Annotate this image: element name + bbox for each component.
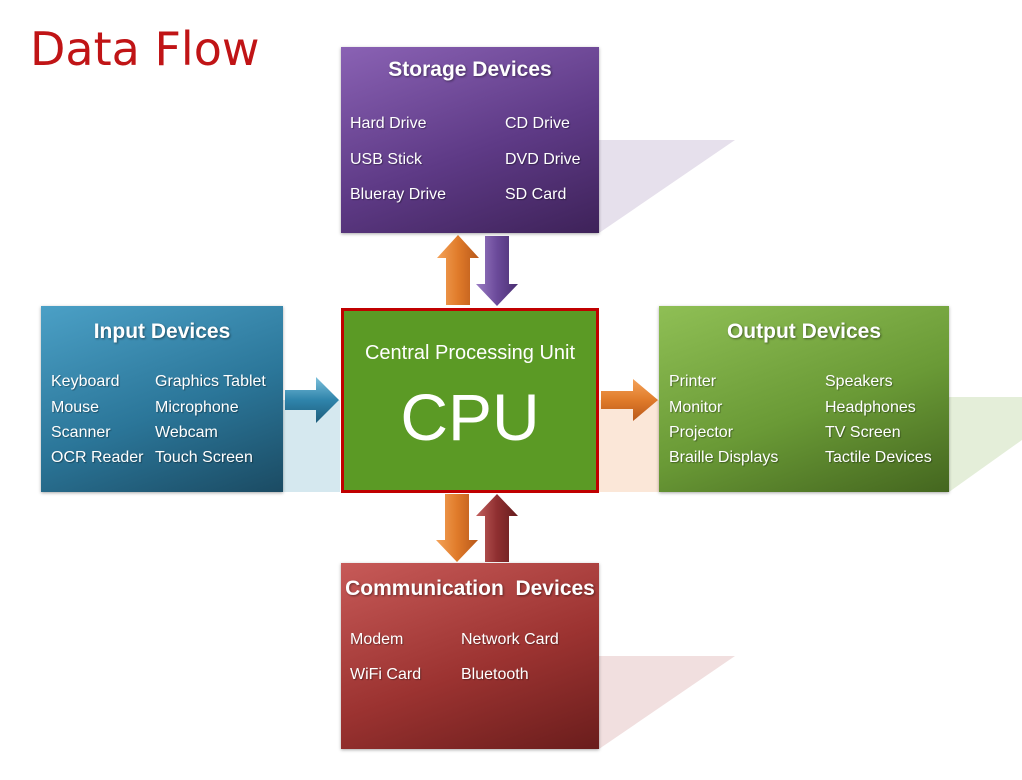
communication-item: Bluetooth	[461, 666, 529, 683]
storage-item: Hard Drive	[350, 115, 427, 132]
input-item: Graphics Tablet	[155, 373, 266, 390]
output-item: Monitor	[669, 399, 723, 416]
output-devices-box: Output Devices Printer Speakers Monitor …	[659, 306, 949, 492]
input-item: Keyboard	[51, 373, 120, 390]
output-item: Printer	[669, 373, 717, 390]
arrow-input-to-cpu	[285, 377, 339, 423]
input-item: Webcam	[155, 424, 218, 441]
storage-devices-title: Storage Devices	[388, 58, 552, 81]
storage-reflection	[599, 140, 735, 233]
arrow-cpu-to-communication	[436, 494, 478, 562]
output-item: TV Screen	[825, 424, 901, 441]
communication-item: Network Card	[461, 631, 559, 648]
output-item: Braille Displays	[669, 449, 779, 466]
input-devices-title: Input Devices	[93, 320, 231, 343]
storage-item: SD Card	[505, 186, 567, 203]
output-item: Tactile Devices	[825, 449, 932, 466]
arrow-storage-to-cpu	[476, 236, 518, 306]
output-reflection	[949, 397, 1022, 492]
cpu-box: Central Processing Unit CPU	[341, 308, 599, 493]
communication-devices-title: Communication Devices	[345, 577, 595, 600]
input-item: Mouse	[51, 399, 100, 416]
storage-item: USB Stick	[350, 151, 423, 168]
input-item: Touch Screen	[155, 449, 253, 466]
input-item: OCR Reader	[51, 449, 144, 466]
output-devices-title: Output Devices	[726, 320, 882, 343]
arrow-cpu-to-output	[601, 379, 658, 421]
input-item: Microphone	[155, 399, 239, 416]
cpu-label: CPU	[400, 380, 540, 454]
storage-devices-box: Storage Devices Hard Drive CD Drive USB …	[341, 47, 599, 233]
page-title: Data Flow	[30, 22, 260, 76]
input-devices-box: Input Devices Keyboard Graphics Tablet M…	[41, 306, 283, 492]
storage-item: Blueray Drive	[350, 186, 447, 203]
arrow-communication-to-cpu	[476, 494, 518, 562]
storage-item: DVD Drive	[505, 151, 581, 168]
cpu-reflection	[599, 400, 659, 492]
arrow-cpu-to-storage	[437, 235, 479, 305]
storage-item: CD Drive	[505, 115, 570, 132]
input-item: Scanner	[51, 424, 111, 441]
communication-item: WiFi Card	[350, 666, 422, 683]
input-reflection	[283, 400, 340, 492]
output-item: Projector	[669, 424, 734, 441]
cpu-subtitle: Central Processing Unit	[364, 342, 576, 364]
output-item: Headphones	[825, 399, 916, 416]
output-item: Speakers	[825, 373, 893, 390]
communication-item: Modem	[350, 631, 404, 648]
communication-reflection	[599, 656, 735, 749]
communication-devices-box: Communication Devices Modem Network Card…	[341, 563, 599, 749]
